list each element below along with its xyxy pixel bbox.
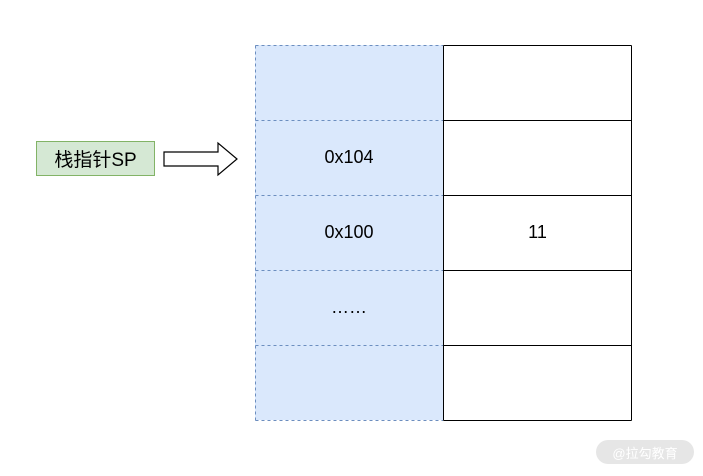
stack-pointer-label: 栈指针SP xyxy=(36,141,155,176)
stack-row: …… xyxy=(255,270,632,345)
stack-address-cell xyxy=(255,45,443,120)
stack-address-cell: …… xyxy=(255,270,443,345)
right-arrow-icon xyxy=(163,141,238,177)
stack-value-cell xyxy=(443,270,632,345)
stack-address-cell: 0x104 xyxy=(255,120,443,195)
stack-value-cell xyxy=(443,45,632,120)
watermark: @拉勾教育 xyxy=(596,440,694,464)
stack-address-cell xyxy=(255,345,443,420)
stack-value-cell xyxy=(443,120,632,195)
stack-row xyxy=(255,45,632,120)
stack-value-cell xyxy=(443,345,632,420)
stack-row: 0x100 11 xyxy=(255,195,632,270)
stack-address-cell: 0x100 xyxy=(255,195,443,270)
stack-value-cell: 11 xyxy=(443,195,632,270)
watermark-text: @拉勾教育 xyxy=(612,445,678,461)
stack-memory-table: 0x104 0x100 11 …… xyxy=(255,45,632,421)
stack-pointer-label-text: 栈指针SP xyxy=(54,150,137,171)
stack-row xyxy=(255,345,632,420)
stack-row: 0x104 xyxy=(255,120,632,195)
